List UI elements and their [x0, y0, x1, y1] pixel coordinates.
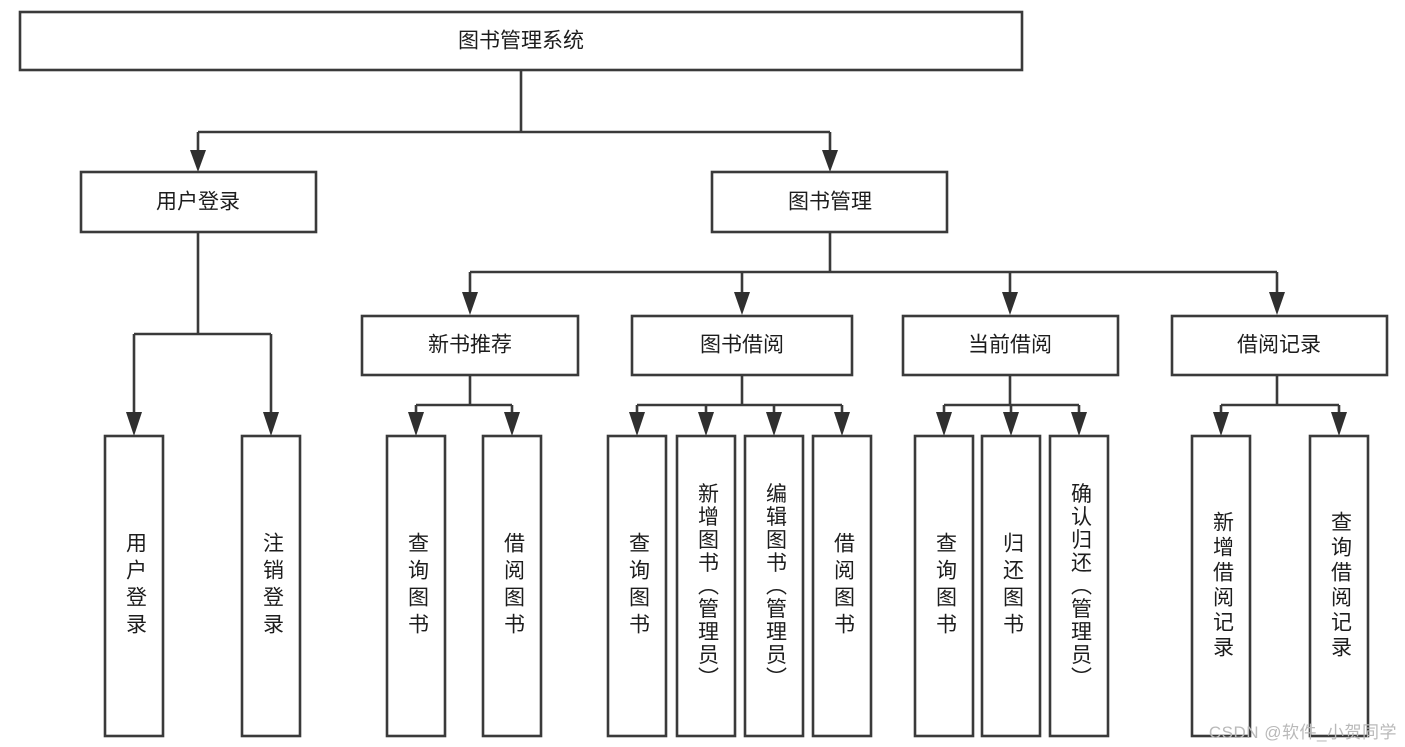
- leaf-query-book-borrow-box[interactable]: [606, 434, 668, 738]
- node-borrow-record-label: 借阅记录: [1237, 334, 1321, 357]
- connector-group-userlogin-to-leaves: [126, 232, 279, 436]
- leaf-add-borrow-record-label: 新增借阅记录: [1210, 511, 1234, 661]
- node-root-label: 图书管理系统: [458, 30, 584, 53]
- leaf-node-return-book[interactable]: 归还图书: [980, 434, 1042, 738]
- leaf-add-book-box[interactable]: [675, 434, 737, 738]
- node-book-borrow[interactable]: 图书借阅: [630, 314, 854, 377]
- node-book-manage-box[interactable]: [710, 170, 949, 234]
- node-user-login[interactable]: 用户登录: [79, 170, 318, 234]
- leaf-edit-book-box[interactable]: [743, 434, 805, 738]
- node-book-borrow-label: 图书借阅: [700, 334, 784, 357]
- leaf-borrow-book-box[interactable]: [811, 434, 873, 738]
- leaf-query-book-newbook-box[interactable]: [385, 434, 447, 738]
- node-borrow-record[interactable]: 借阅记录: [1170, 314, 1389, 377]
- leaf-borrow-book-newbook-label: 借阅图书: [501, 532, 525, 640]
- node-new-book-recommend-box[interactable]: [360, 314, 580, 377]
- leaf-query-borrow-record-box[interactable]: [1308, 434, 1370, 738]
- leaf-return-book-box[interactable]: [980, 434, 1042, 738]
- node-borrow-record-box[interactable]: [1170, 314, 1389, 377]
- leaf-confirm-return-box[interactable]: [1048, 434, 1110, 738]
- node-root-box[interactable]: [18, 10, 1024, 72]
- leaf-node-edit-book[interactable]: 编辑图书（管理员）: [743, 434, 805, 738]
- leaf-node-borrow-book-newbook[interactable]: 借阅图书: [481, 434, 543, 738]
- leaf-node-user-login[interactable]: 用户登录: [103, 434, 165, 738]
- node-user-login-label: 用户登录: [156, 191, 240, 214]
- leaf-node-query-book-current[interactable]: 查询图书: [913, 434, 975, 738]
- arrowhead-book-manage: [822, 150, 838, 172]
- arrowhead-currentborrow-leaf2: [1003, 412, 1019, 436]
- leaf-borrow-book-newbook-box[interactable]: [481, 434, 543, 738]
- connector-group-borrowrecord-to-leaves: [1213, 375, 1347, 436]
- leaf-user-login-box[interactable]: [103, 434, 165, 738]
- csdn-watermark: CSDN @软件_小贺同学: [1208, 723, 1397, 742]
- arrowhead-borrowrecord-leaf2: [1331, 412, 1347, 436]
- connector-group-root-to-level2: [190, 70, 838, 172]
- leaf-user-login-label: 用户登录: [123, 532, 147, 640]
- node-new-book-recommend-label: 新书推荐: [428, 334, 512, 357]
- leaf-node-borrow-book[interactable]: 借阅图书: [811, 434, 873, 738]
- arrowhead-newbook-leaf1: [408, 412, 424, 436]
- connector-group-bookmanage-to-level3: [462, 232, 1285, 315]
- node-book-manage-label: 图书管理: [788, 191, 872, 214]
- node-book-borrow-box[interactable]: [630, 314, 854, 377]
- leaf-borrow-book-label: 借阅图书: [831, 532, 855, 640]
- leaf-edit-book-label: 编辑图书（管理员）: [763, 483, 787, 690]
- arrowhead-bookborrow-leaf3: [766, 412, 782, 436]
- leaf-query-book-current-box[interactable]: [913, 434, 975, 738]
- leaf-confirm-return-label: 确认归还（管理员）: [1068, 483, 1092, 690]
- leaf-node-query-book-borrow[interactable]: 查询图书: [606, 434, 668, 738]
- arrowhead-bookborrow-leaf4: [834, 412, 850, 436]
- arrowhead-bookborrow-leaf1: [629, 412, 645, 436]
- node-current-borrow-label: 当前借阅: [968, 334, 1052, 357]
- connector-group-currentborrow-to-leaves: [936, 375, 1087, 436]
- node-user-login-box[interactable]: [79, 170, 318, 234]
- arrowhead-currentborrow-leaf1: [936, 412, 952, 436]
- leaf-query-book-current-label: 查询图书: [933, 532, 957, 640]
- leaf-add-book-label: 新增图书（管理员）: [695, 483, 719, 690]
- arrowhead-user-login: [190, 150, 206, 172]
- leaf-logout-box[interactable]: [240, 434, 302, 738]
- arrowhead-newbook-leaf2: [504, 412, 520, 436]
- node-current-borrow[interactable]: 当前借阅: [901, 314, 1120, 377]
- node-current-borrow-box[interactable]: [901, 314, 1120, 377]
- leaf-node-query-book-newbook[interactable]: 查询图书: [385, 434, 447, 738]
- arrowhead-borrow-record: [1269, 292, 1285, 315]
- leaf-node-add-borrow-record[interactable]: 新增借阅记录: [1190, 434, 1252, 738]
- connector-group-bookborrow-to-leaves: [629, 375, 850, 436]
- arrowhead-current-borrow: [1002, 292, 1018, 315]
- arrowhead-new-book: [462, 292, 478, 315]
- leaf-logout-label: 注销登录: [260, 532, 284, 640]
- node-root[interactable]: 图书管理系统: [18, 10, 1024, 72]
- node-book-manage[interactable]: 图书管理: [710, 170, 949, 234]
- arrowhead-book-borrow: [734, 292, 750, 315]
- leaf-query-borrow-record-label: 查询借阅记录: [1328, 511, 1352, 661]
- leaf-query-book-newbook-label: 查询图书: [405, 532, 429, 640]
- arrowhead-leaf-logout: [263, 412, 279, 436]
- leaf-node-query-borrow-record[interactable]: 查询借阅记录: [1308, 434, 1370, 738]
- node-new-book-recommend[interactable]: 新书推荐: [360, 314, 580, 377]
- connector-group-newbook-to-leaves: [408, 375, 520, 436]
- arrowhead-currentborrow-leaf3: [1071, 412, 1087, 436]
- leaf-query-book-borrow-label: 查询图书: [626, 532, 650, 640]
- leaf-add-borrow-record-box[interactable]: [1190, 434, 1252, 738]
- leaf-node-add-book[interactable]: 新增图书（管理员）: [675, 434, 737, 738]
- leaf-return-book-label: 归还图书: [1000, 532, 1024, 640]
- leaf-node-logout[interactable]: 注销登录: [240, 434, 302, 738]
- arrowhead-leaf-user-login: [126, 412, 142, 436]
- leaf-node-confirm-return[interactable]: 确认归还（管理员）: [1048, 434, 1110, 738]
- arrowhead-borrowrecord-leaf1: [1213, 412, 1229, 436]
- arrowhead-bookborrow-leaf2: [698, 412, 714, 436]
